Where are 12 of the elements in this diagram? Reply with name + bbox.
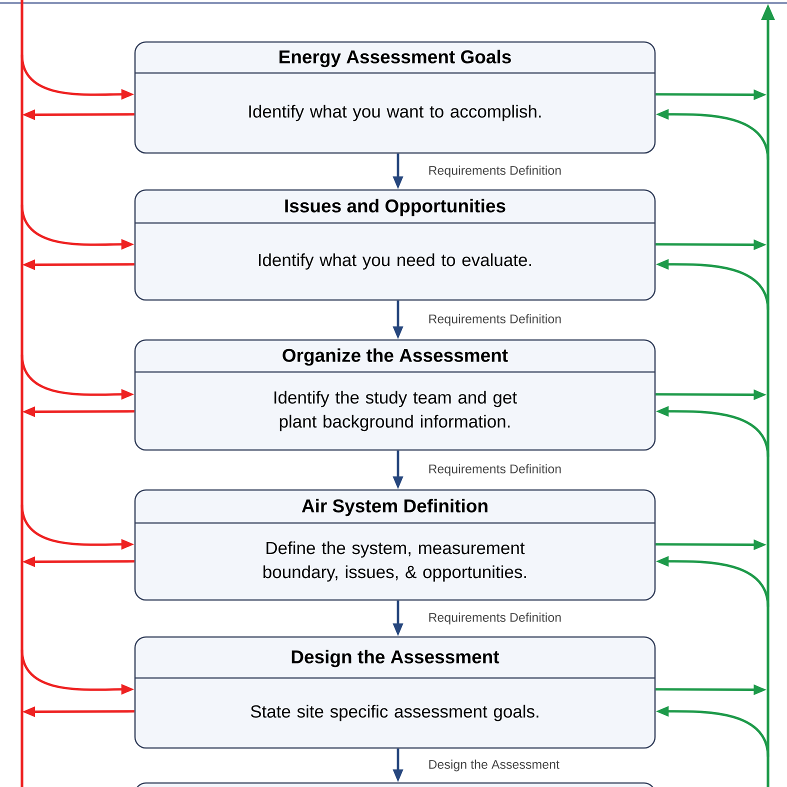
process-box: Issues and Opportunities Identify what you need to evaluate. bbox=[134, 189, 656, 301]
process-box bbox=[134, 782, 656, 787]
process-box: Design the Assessment State site specific assessment goals. bbox=[134, 636, 656, 749]
vertical-arrow bbox=[761, 4, 775, 787]
edge-label: Requirements Definition bbox=[429, 612, 561, 624]
edge-label: Requirements Definition bbox=[429, 464, 561, 476]
edge-label: Requirements Definition bbox=[429, 314, 561, 326]
edge-label: Requirements Definition bbox=[429, 166, 561, 178]
process-box: Organize the Assessment Identify the study team and get plant background information. bbox=[134, 339, 656, 451]
edge-label: Design the Assessment bbox=[429, 760, 560, 772]
process-box: Air System Definition Define the system, measurement boundary, issues, & opportunities. bbox=[134, 489, 656, 601]
process-box: Energy Assessment Goals Identify what you want to accomplish. bbox=[134, 41, 656, 154]
